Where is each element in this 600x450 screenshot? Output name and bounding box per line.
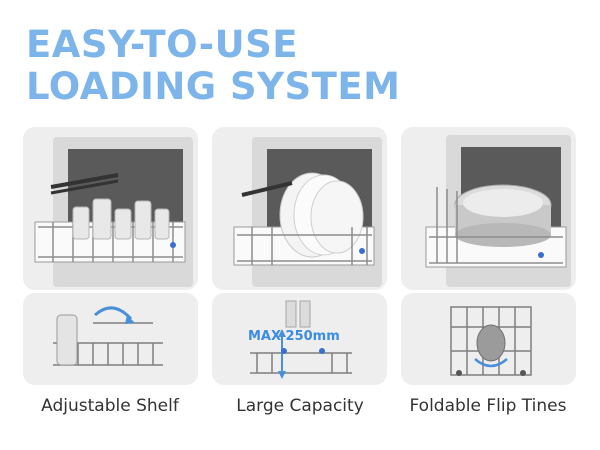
large-capacity-icon — [250, 300, 352, 379]
dishwasher-photo-shelf — [23, 127, 198, 290]
adjustable-shelf-icon — [53, 306, 163, 366]
foldable-tines-panel — [401, 293, 576, 385]
large-capacity-panel — [212, 293, 387, 385]
adjustable-shelf-panel — [23, 293, 198, 385]
dishwasher-pot-illustration — [425, 135, 571, 287]
dishwasher-photo-plates — [212, 127, 387, 290]
headline-line-2: LOADING SYSTEM — [26, 65, 401, 108]
max-capacity-label: MAX 250mm — [248, 329, 340, 344]
dishwasher-cups-illustration — [34, 137, 193, 287]
headline-line-1: EASY-TO-USE — [26, 23, 299, 66]
caption-foldable-flip-tines: Foldable Flip Tines — [409, 396, 567, 416]
dishwasher-plates-illustration — [233, 137, 382, 287]
caption-adjustable-shelf: Adjustable Shelf — [41, 396, 179, 416]
caption-large-capacity: Large Capacity — [236, 396, 364, 416]
foldable-tines-icon — [450, 306, 532, 376]
dishwasher-photo-pot — [401, 127, 576, 290]
headline: EASY-TO-USE LOADING SYSTEM — [26, 24, 400, 108]
